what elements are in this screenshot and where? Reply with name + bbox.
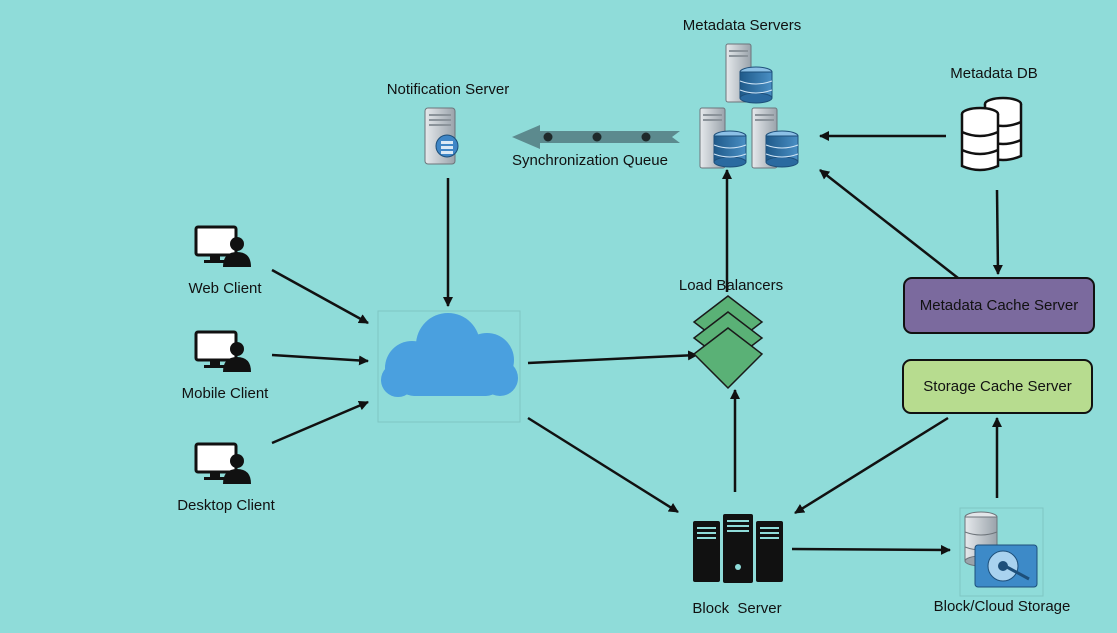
load-balancers-label: Load Balancers xyxy=(678,277,784,294)
arrow-metadata-cache-to-metadata-servers xyxy=(819,169,959,279)
metadata-db-label: Metadata DB xyxy=(950,65,1038,82)
arrow-desktop-to-cloud xyxy=(271,400,369,445)
sync-queue-label: Synchronization Queue xyxy=(512,152,668,169)
desktop-client-icon xyxy=(194,442,251,484)
arrow-web-to-cloud xyxy=(271,268,369,325)
arrow-cloud-to-loadbalancer xyxy=(527,350,698,365)
load-balancers-icon xyxy=(692,295,764,390)
web-client-label: Web Client xyxy=(188,280,262,297)
block-server-icon xyxy=(693,514,783,583)
mobile-client-label: Mobile Client xyxy=(181,385,269,402)
arrow-cloud-to-block-server xyxy=(527,416,679,514)
storage-cache-server-label: Storage Cache Server xyxy=(923,378,1072,395)
web-client-icon xyxy=(194,225,251,267)
arrow-mobile-to-cloud xyxy=(271,353,369,366)
metadata-cache-server-label: Metadata Cache Server xyxy=(919,297,1079,314)
metadata-cache-server: Metadata Cache Server xyxy=(903,277,1095,334)
arrow-block-server-to-block-storage xyxy=(791,544,951,555)
arrow-metadata-db-to-metadata-cache xyxy=(992,189,1003,275)
mobile-client-icon xyxy=(194,330,251,372)
cloud-icon xyxy=(377,310,521,423)
metadata-servers-icon xyxy=(699,43,799,169)
storage-cache-server: Storage Cache Server xyxy=(902,359,1093,414)
notification-server-icon xyxy=(424,107,459,165)
notification-server-label: Notification Server xyxy=(386,81,510,98)
connectors xyxy=(271,131,1003,555)
metadata-db-icon xyxy=(960,96,1023,172)
metadata-servers-label: Metadata Servers xyxy=(682,17,802,34)
block-storage-icon xyxy=(959,507,1044,597)
sync-queue-arrow xyxy=(512,125,680,149)
block-server-label: Block Server xyxy=(692,600,782,617)
arrow-storage-cache-to-block-server xyxy=(794,416,949,515)
desktop-client-label: Desktop Client xyxy=(177,497,275,514)
block-storage-label: Block/Cloud Storage xyxy=(933,598,1071,615)
